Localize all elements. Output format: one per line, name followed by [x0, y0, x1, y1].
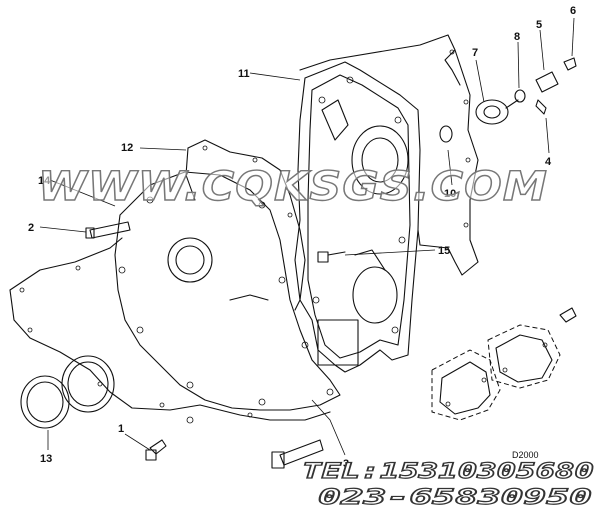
callout-8: 8 — [514, 31, 520, 43]
front-cover — [114, 171, 341, 424]
callout-13: 13 — [40, 453, 52, 465]
sheet-code: D2000 — [512, 450, 539, 460]
callout-6: 6 — [570, 5, 576, 17]
leader-lines — [39, 17, 575, 456]
rear-gasket — [299, 34, 479, 276]
callout-14: 14 — [38, 175, 51, 187]
sensor-assembly — [439, 57, 577, 143]
detail-inset — [431, 307, 577, 421]
callout-15: 15 — [438, 245, 450, 257]
callout-7: 7 — [472, 47, 478, 59]
cap-screw-3 — [271, 439, 324, 469]
cap-screw-1 — [145, 439, 167, 461]
cap-screw-15 — [317, 251, 346, 263]
callout-2: 2 — [28, 222, 34, 234]
callout-11: 11 — [238, 68, 250, 80]
cap-screw-2 — [85, 221, 131, 239]
callout-12: 12 — [121, 142, 133, 154]
watermark-text: WWW.CQKSGS.COM — [38, 164, 548, 210]
callout-10: 10 — [444, 188, 456, 200]
callout-labels: 11 12 14 2 13 1 3 15 10 7 8 5 6 4 — [28, 5, 576, 470]
callout-4: 4 — [545, 156, 552, 168]
front-gasket — [9, 237, 331, 421]
callout-1: 1 — [118, 423, 124, 435]
oil-seal — [20, 355, 115, 429]
contact-phone: 023-65830950 — [318, 485, 592, 509]
callout-3: 3 — [343, 458, 349, 470]
contact-tel: TEL:15310305680 — [302, 459, 594, 483]
middle-gasket — [185, 139, 306, 311]
gear-housing — [294, 61, 421, 373]
callout-5: 5 — [536, 19, 542, 31]
